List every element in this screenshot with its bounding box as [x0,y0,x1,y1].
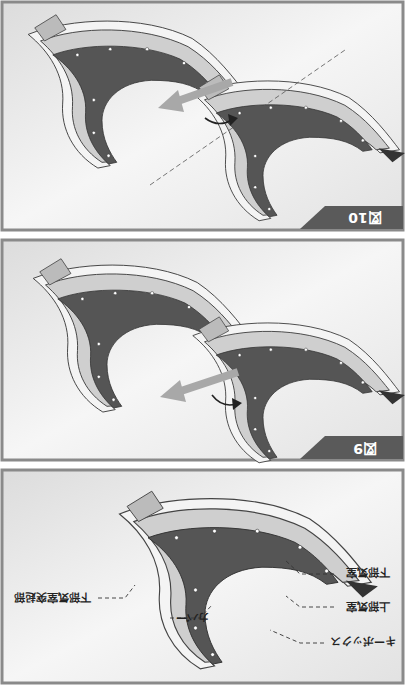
part-label: キーボックス [330,635,396,647]
part-label: 下部気室 [346,566,390,578]
figure-number: 図10 [348,209,381,224]
part-label: 下部気室突起部 [14,591,91,603]
part-label: 上部気室 [346,600,390,612]
part-label: カバー [176,611,209,623]
figure-number: 図9 [353,440,377,455]
